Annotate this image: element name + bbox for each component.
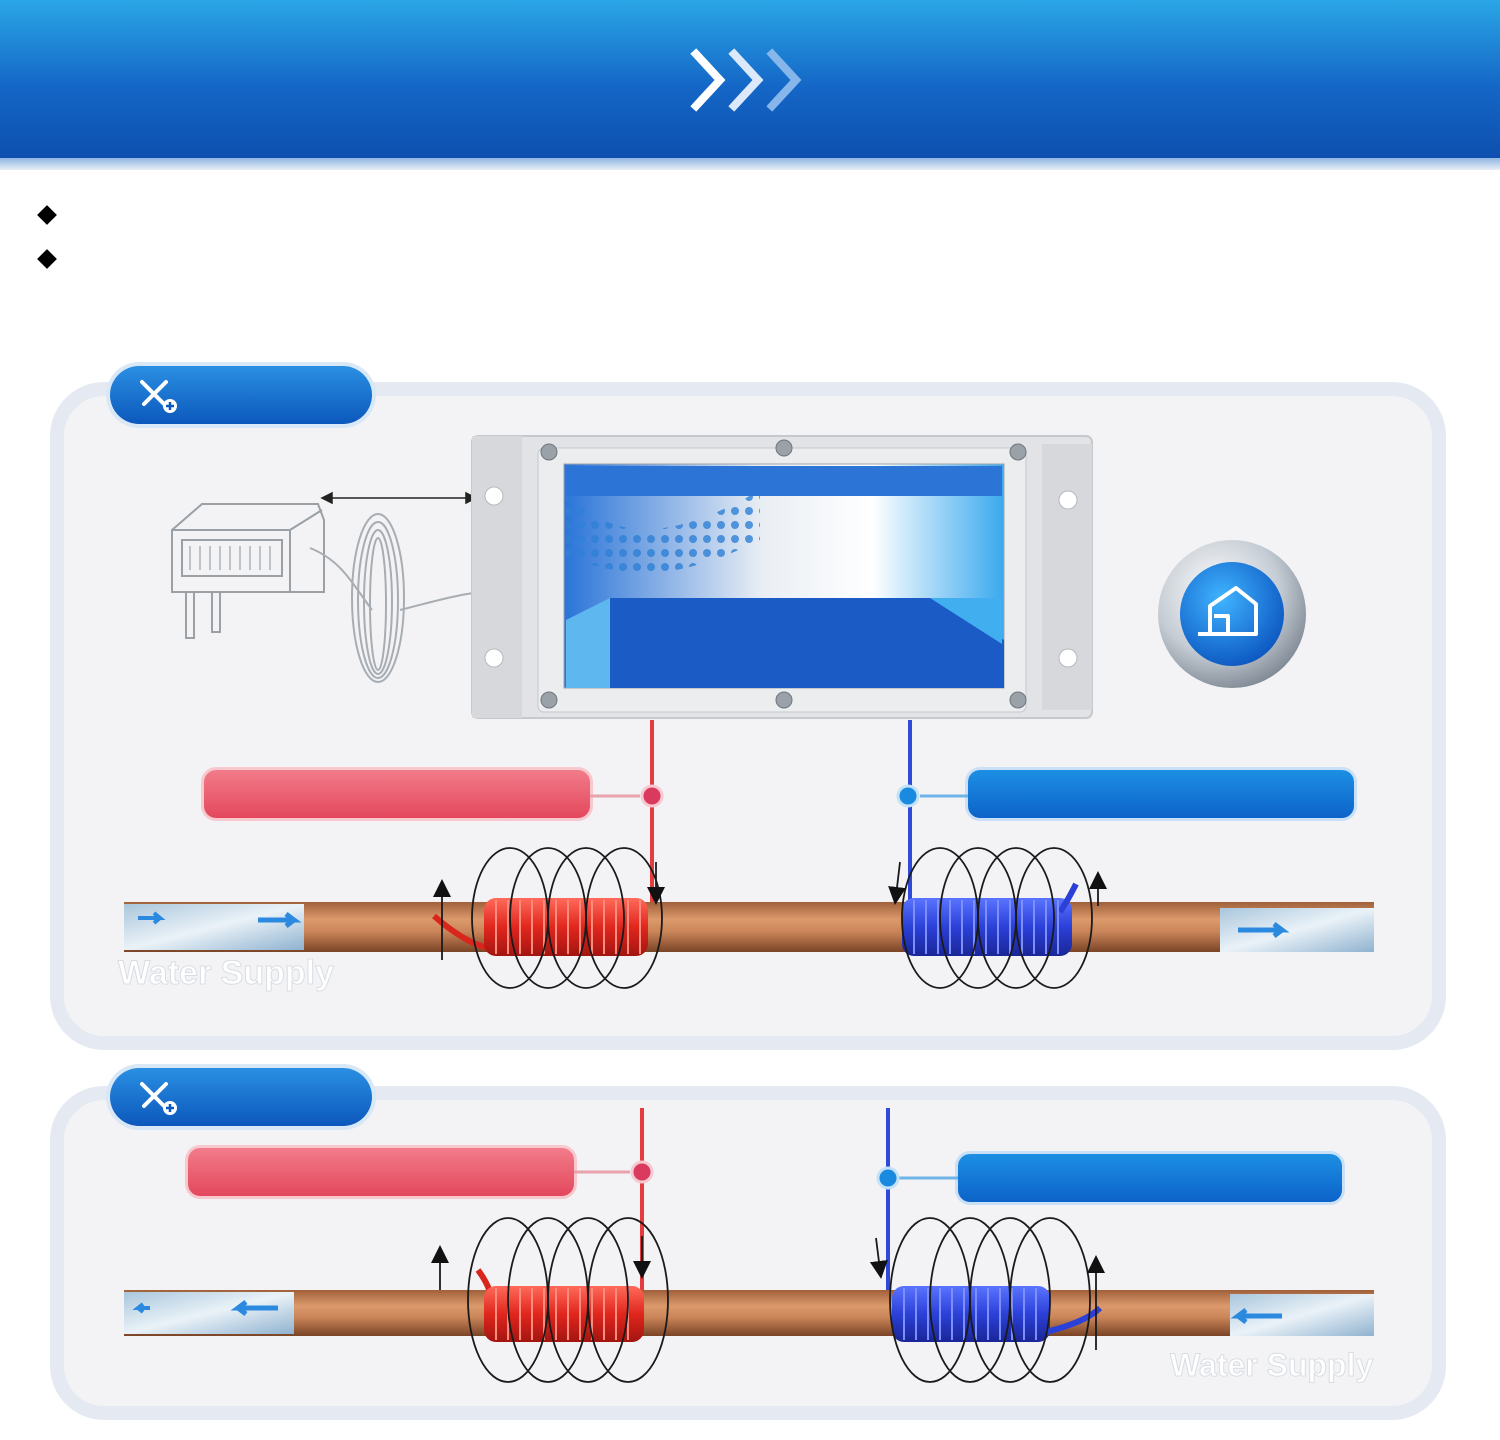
cold-wire-label [958, 1154, 1342, 1202]
power-adapter-icon [171, 503, 325, 639]
hot-wire-coil [432, 898, 648, 956]
magnetic-field-lines [433, 847, 665, 989]
hot-wire-label [188, 1148, 574, 1196]
cold-wire-coil [902, 882, 1079, 956]
water-supply-label: Water Supply [1170, 1347, 1373, 1383]
water-supply-label: Water Supply [118, 954, 334, 992]
cold-wire-label [968, 770, 1354, 818]
tools-plus-icon [140, 380, 177, 413]
section-badge-1 [110, 366, 372, 424]
home-button [1158, 540, 1306, 688]
magnetic-field-lines [431, 1217, 669, 1383]
water-pipe [124, 902, 1374, 952]
header-divider [0, 158, 1500, 170]
hot-wire-coil [475, 1268, 644, 1342]
magnetic-field-lines [869, 1217, 1105, 1383]
magnetic-field-lines [888, 847, 1107, 989]
section-badge-2 [110, 1068, 372, 1126]
house-icon [1198, 586, 1258, 636]
water-pipe [124, 1290, 1374, 1336]
hot-wire-label [204, 770, 590, 818]
header-banner [0, 0, 1500, 160]
distance-arrow [320, 491, 478, 505]
chevron-right-icon [690, 48, 802, 112]
tools-plus-icon [140, 1082, 177, 1115]
descaler-device [471, 435, 1093, 719]
